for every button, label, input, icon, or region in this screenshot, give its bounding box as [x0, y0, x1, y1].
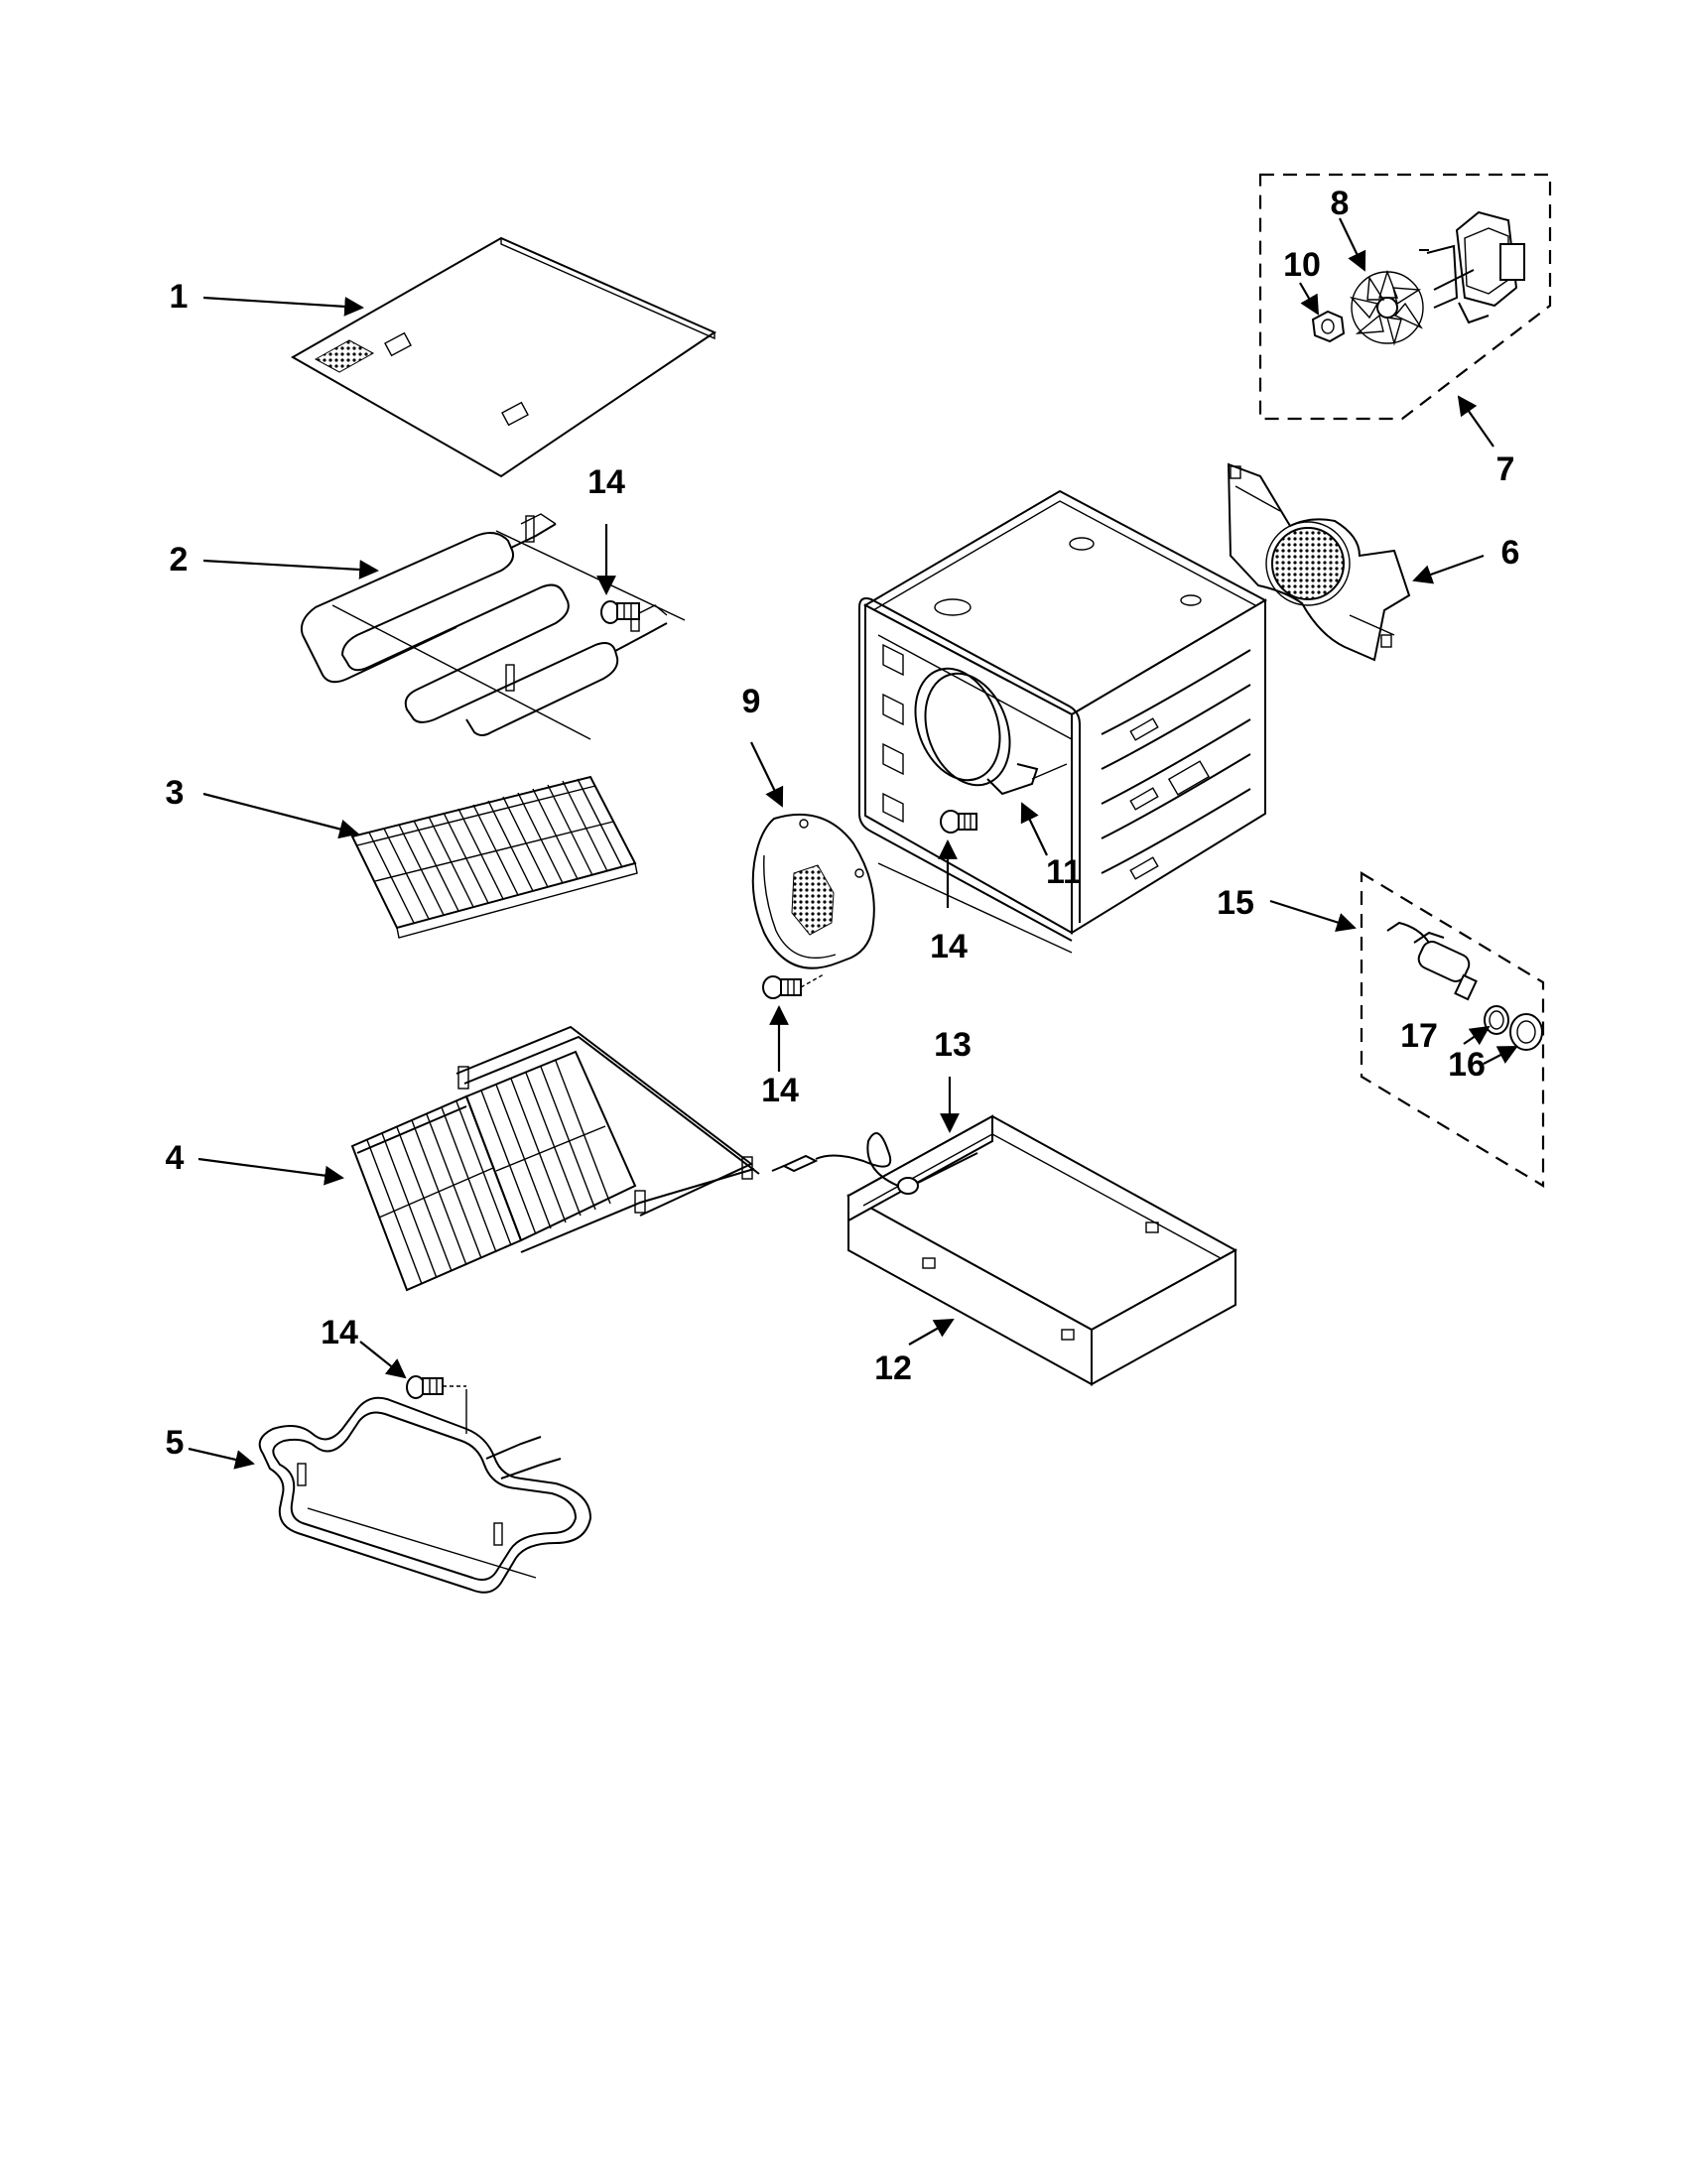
screw-part-14-upper — [600, 600, 640, 624]
callout-14-lower: 14 — [321, 1314, 358, 1351]
part-9-fan-cover — [751, 813, 875, 969]
part-15-lamp-assembly-group — [1360, 871, 1545, 1188]
part-16-lamp-cover — [1509, 1013, 1543, 1051]
callout-8: 8 — [1331, 185, 1350, 222]
part-3-oven-rack — [350, 775, 638, 939]
convection-motor — [1419, 210, 1525, 324]
callout-14-cavity: 14 — [930, 928, 968, 965]
part-13-meat-probe — [771, 1132, 978, 1195]
oven-cavity — [858, 489, 1268, 954]
part-10-nut — [1311, 310, 1346, 343]
callout-14-upper: 14 — [587, 463, 625, 501]
callout-16: 16 — [1448, 1046, 1486, 1084]
callout-10: 10 — [1283, 246, 1321, 284]
callout-arrows — [188, 217, 1518, 1470]
callout-1: 1 — [170, 278, 189, 316]
callout-15: 15 — [1217, 884, 1254, 922]
screw-part-14-fan-cover — [762, 973, 825, 999]
callout-3: 3 — [166, 774, 185, 812]
part-7-convection-motor-group — [1258, 173, 1552, 421]
part-6-fan-shroud — [1227, 462, 1411, 662]
part-11-convection-element — [914, 667, 1068, 796]
callout-9: 9 — [742, 683, 761, 720]
screw-part-14-lower — [406, 1375, 466, 1399]
callout-17: 17 — [1400, 1017, 1438, 1055]
part-1-top-panel — [290, 236, 717, 478]
part-4-extension-rack — [350, 1025, 760, 1292]
callout-11: 11 — [1046, 853, 1082, 891]
part-17-gasket — [1484, 1005, 1509, 1035]
callout-13: 13 — [934, 1026, 972, 1064]
part-5-bake-element — [258, 1389, 592, 1594]
callout-4: 4 — [166, 1139, 185, 1177]
callout-5: 5 — [166, 1424, 185, 1462]
part-2-broil-element — [300, 513, 686, 740]
part-12-drip-tray — [845, 1114, 1238, 1386]
callout-7: 7 — [1496, 450, 1515, 488]
callout-6: 6 — [1501, 534, 1520, 572]
callout-2: 2 — [170, 541, 189, 578]
part-8-fan-blade — [1349, 269, 1424, 346]
callout-12: 12 — [874, 1349, 912, 1387]
callout-14-fan-cover: 14 — [761, 1072, 799, 1109]
screw-part-14-cavity — [940, 810, 977, 834]
